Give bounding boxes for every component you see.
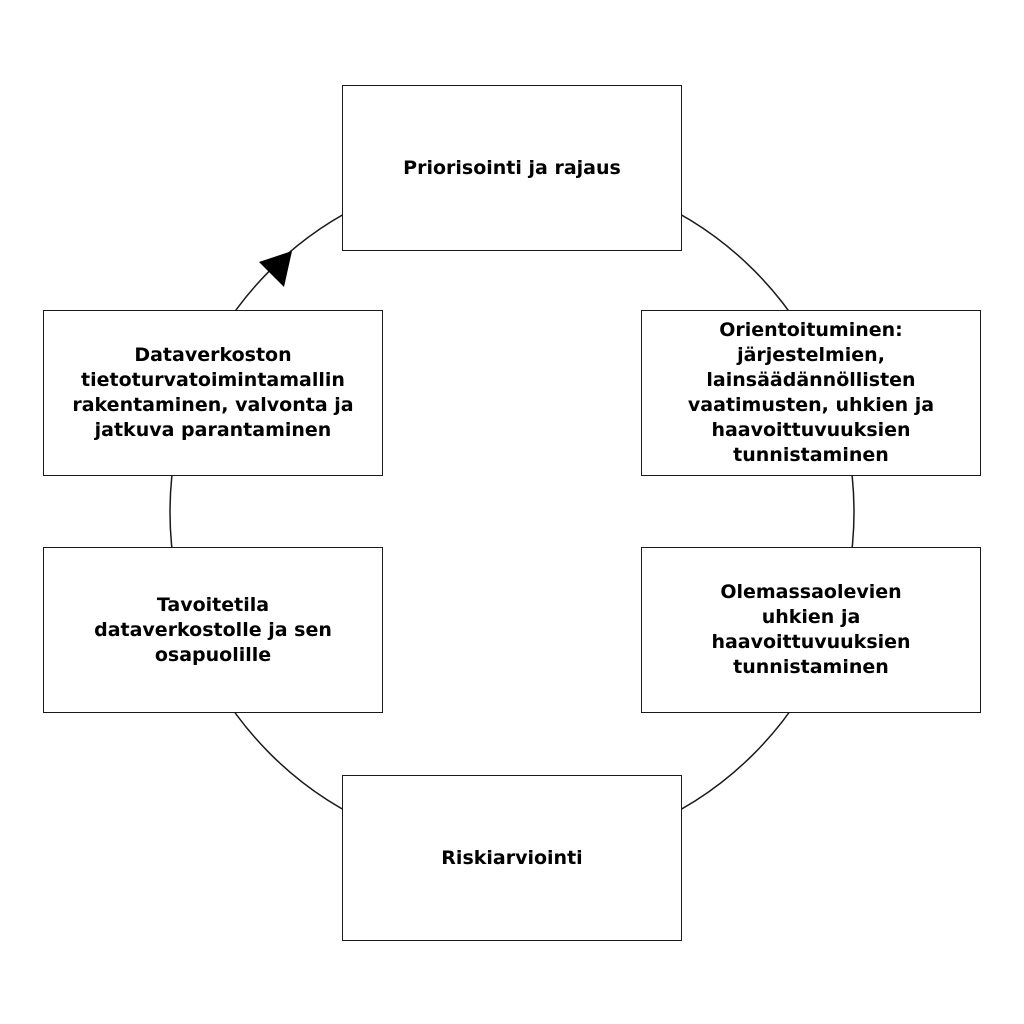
step-box-prioritization: Priorisointi ja rajaus <box>342 85 682 251</box>
step-box-threat-identification: Olemassaolevien uhkien ja haavoittuvuuks… <box>641 547 981 713</box>
step-label: Riskiarviointi <box>441 846 583 869</box>
arrow-head-icon <box>259 251 292 287</box>
step-label: Priorisointi ja rajaus <box>403 156 621 179</box>
step-label: Olemassaolevien uhkien ja haavoittuvuuks… <box>711 581 911 678</box>
step-label: Dataverkoston tietoturvatoimintamallin r… <box>72 344 354 441</box>
step-label: Orientoituminen: järjestelmien, lainsääd… <box>687 319 935 466</box>
step-box-orientation: Orientoituminen: järjestelmien, lainsääd… <box>641 310 981 476</box>
step-box-risk-assessment: Riskiarviointi <box>342 775 682 941</box>
step-box-security-model: Dataverkoston tietoturvatoimintamallin r… <box>43 310 383 476</box>
step-label: Tavoitetila dataverkostolle ja sen osapu… <box>94 593 332 666</box>
step-box-target-state: Tavoitetila dataverkostolle ja sen osapu… <box>43 547 383 713</box>
